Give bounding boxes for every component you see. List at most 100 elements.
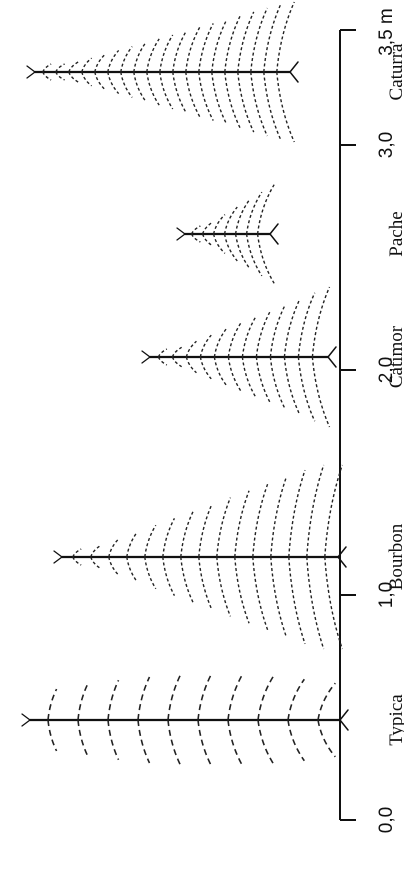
tree-label-bourbon: Bourbon (386, 523, 404, 590)
tree-branch (242, 357, 255, 397)
tree-branch (251, 8, 267, 72)
tree-branch (228, 720, 242, 766)
tree-branch (160, 72, 173, 109)
tree-branch (228, 357, 240, 391)
tree-foot (290, 62, 298, 72)
tree-tip (22, 720, 30, 726)
tree-branch (247, 192, 262, 234)
tree-branch (186, 341, 196, 357)
tree-tip (27, 66, 35, 72)
tree-branch (173, 31, 186, 72)
tree-branch (186, 27, 200, 72)
tree-branch (173, 72, 186, 113)
tree-typica (22, 674, 348, 766)
tree-branch (264, 4, 281, 72)
tree-branch (147, 72, 159, 105)
tree-branch (256, 311, 270, 357)
tree-branch (212, 20, 227, 72)
tree-tip (22, 714, 30, 720)
tree-branch (56, 64, 65, 72)
tree-branch (212, 72, 227, 124)
tree-branch (225, 16, 240, 72)
tree-branch (121, 47, 132, 72)
tree-branch (238, 72, 254, 132)
tree-branch (236, 234, 250, 268)
tree-branch (203, 234, 213, 246)
tree-branch (264, 72, 281, 140)
tree-branch (168, 675, 180, 720)
tree-branch (214, 215, 225, 234)
tree-branch (78, 684, 88, 720)
tree-branch (121, 72, 132, 97)
tree-branch (73, 557, 81, 565)
tree-branch (109, 557, 119, 575)
tree-foot (270, 234, 278, 244)
tree-branch (163, 557, 175, 596)
tick-label-3: 3,0 (376, 132, 397, 158)
tree-tip (54, 557, 62, 563)
tree-branch (200, 357, 211, 379)
tree-branch (198, 674, 211, 720)
tree-branch (43, 64, 51, 72)
tree-branch (147, 39, 159, 72)
tree-branch (298, 293, 314, 357)
tree-branch (258, 720, 273, 764)
tree-branch (48, 720, 57, 751)
tree-branch (288, 720, 304, 761)
tree-tip (177, 234, 185, 240)
tree-branch (78, 720, 88, 756)
tree-branch (235, 557, 249, 623)
tree-branch (271, 477, 287, 557)
tree-branch (172, 357, 181, 367)
tree-branch (198, 720, 211, 766)
tree-branch (95, 54, 105, 72)
tree-branch (158, 357, 166, 365)
tree-branch (318, 683, 335, 720)
tree-branch (48, 689, 57, 720)
tree-branch (145, 525, 156, 557)
tree-branch (56, 72, 65, 80)
tree-branch (253, 484, 268, 557)
tree-branch (127, 557, 137, 582)
tree-branch (203, 222, 213, 234)
tree-branch (181, 511, 193, 557)
tree-branch (214, 357, 226, 385)
tree-tip (142, 357, 150, 363)
tree-branch (228, 674, 242, 720)
tree-branch (236, 200, 250, 234)
tree-branch (73, 549, 81, 557)
tree-drawings (22, 2, 348, 766)
tree-branch (199, 23, 213, 72)
tree-branch (271, 557, 287, 637)
tree-branch (307, 465, 324, 557)
tree-branch (284, 357, 300, 415)
tree-branch (270, 357, 285, 409)
tree-branch (43, 72, 51, 80)
tree-branch (200, 335, 211, 357)
tree-branch (235, 491, 249, 557)
tree-branch (91, 557, 100, 568)
tree-branch (277, 2, 294, 72)
tree-branch (186, 72, 200, 117)
tree-branch (138, 677, 149, 720)
tree-branch (163, 518, 175, 557)
tree-branch (172, 347, 181, 357)
tree-foot (290, 72, 298, 82)
tree-branch (95, 72, 105, 90)
tree-foot (328, 357, 336, 367)
tree-branch (251, 72, 267, 136)
tree-branch (134, 43, 146, 72)
tree-branch (225, 207, 238, 234)
tree-caturra (27, 2, 298, 142)
tree-branch (242, 317, 255, 357)
tree-tip (27, 72, 35, 78)
tree-branch (289, 557, 305, 644)
tree-label-typica: Typica (386, 694, 404, 746)
tree-branch (258, 185, 275, 234)
tree-foot (328, 347, 336, 357)
tree-branch (225, 72, 240, 128)
tree-branch (186, 357, 196, 373)
tree-tip (177, 228, 185, 234)
tree-branch (312, 357, 329, 427)
